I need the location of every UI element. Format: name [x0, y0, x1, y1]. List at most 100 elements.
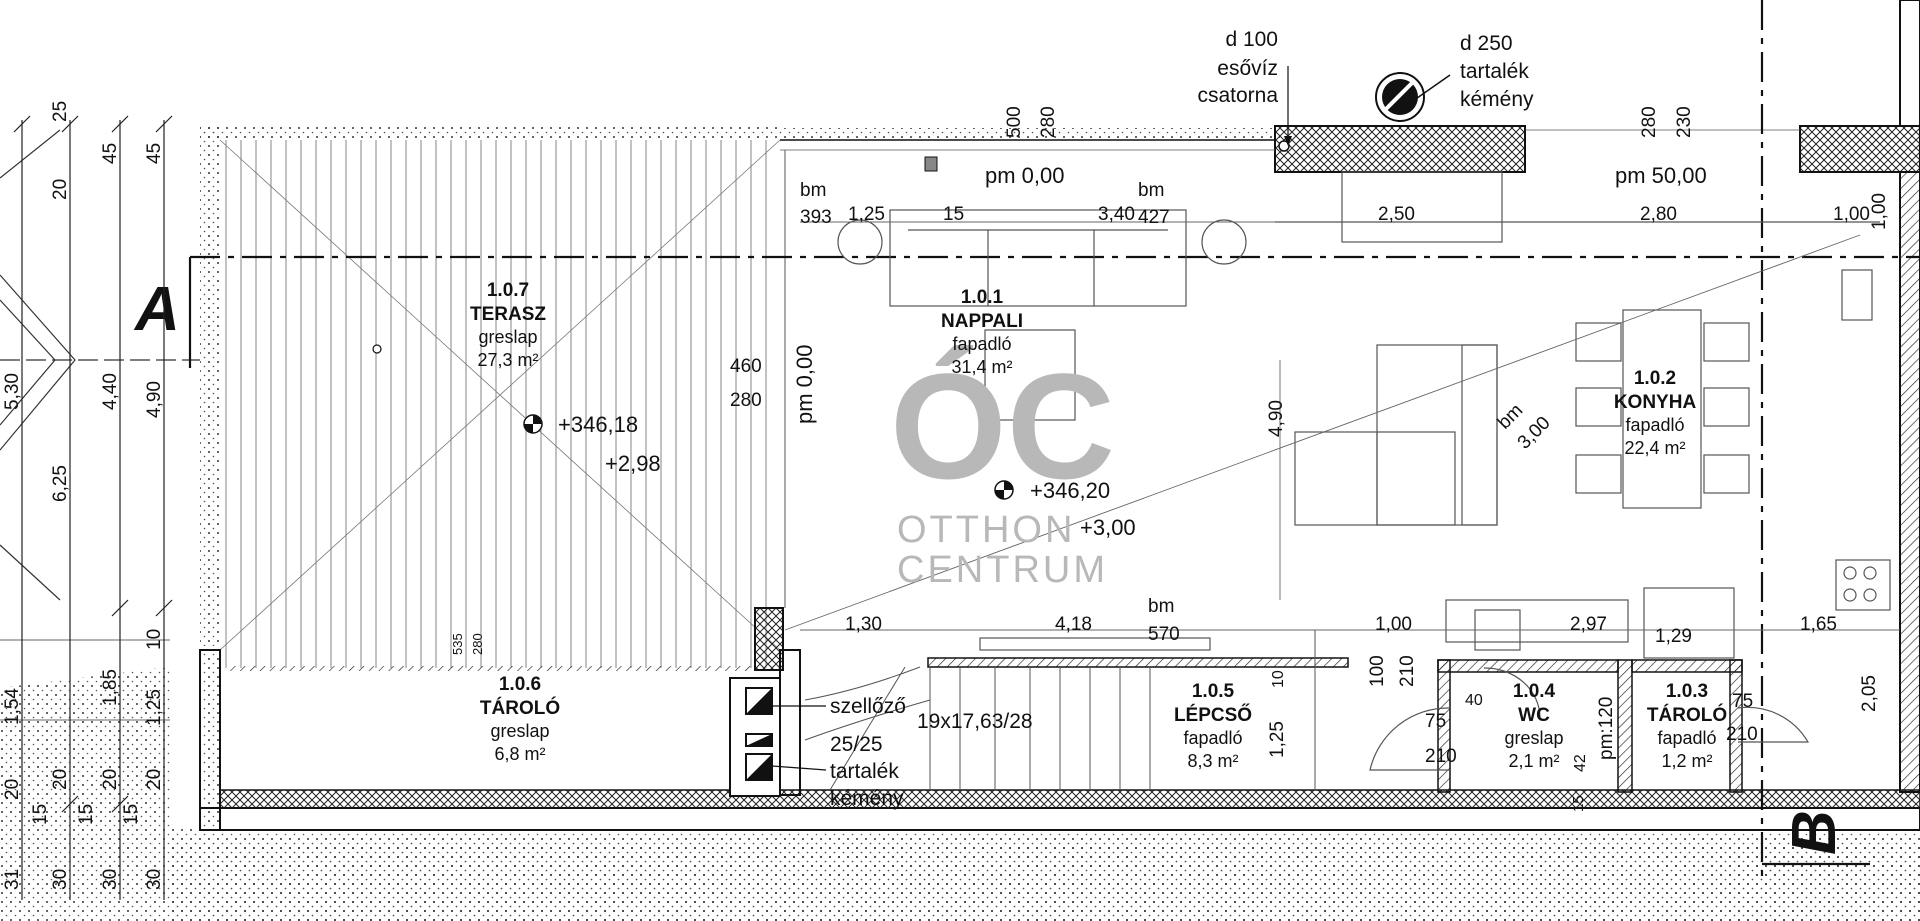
dim-l-20: 20	[50, 179, 71, 200]
dim-210w: 210	[1397, 655, 1418, 687]
note-flue-size: 25/25	[830, 733, 883, 756]
dim-b-20a: 20	[2, 779, 23, 800]
note-stair: 19x17,63/28	[917, 710, 1033, 733]
room-name: TÁROLÓ	[480, 697, 560, 719]
dim-l-154: 1,54	[2, 688, 23, 725]
level-pm-1: pm 0,00	[985, 163, 1065, 188]
room-number: 1.0.2	[1634, 368, 1676, 389]
dim-b-20d: 20	[144, 769, 165, 790]
room-name: TERASZ	[470, 304, 546, 325]
dim-490: 4,90	[1266, 400, 1287, 437]
section-mark-a: A	[133, 275, 180, 344]
dimension-labels: bm 393 bm 427 bm 570 bm 3,00 500 280 280…	[2, 101, 1890, 890]
dim-bm4: bm	[1494, 400, 1528, 434]
dim-bm1: bm	[800, 180, 826, 201]
note-rainpipe: d 100 esővíz csatorna	[1197, 28, 1278, 107]
dim-b-20b: 20	[50, 769, 71, 790]
section-mark-b: B	[1780, 810, 1849, 855]
logo-line2: CENTRUM	[897, 549, 1108, 591]
dim-230: 230	[1674, 106, 1695, 138]
room-tarolo-2: 1.0.3 TÁROLÓ fapadló 1,2 m²	[1647, 681, 1727, 771]
furniture	[837, 171, 1891, 659]
note-chim-l2: kémény	[1460, 88, 1534, 111]
dim-b-20c: 20	[100, 769, 121, 790]
room-floor: fapadló	[952, 334, 1011, 354]
level-living-rel: +3,00	[1080, 515, 1136, 540]
vent-boxes	[745, 687, 827, 781]
room-area: 8,3 m²	[1187, 751, 1238, 771]
dim-b-15b: 15	[76, 804, 97, 825]
logo-line1: OTTHON	[897, 509, 1075, 551]
dim-280a: 280	[1038, 106, 1059, 138]
dim-42: 42	[1572, 754, 1589, 772]
dim-100v: 1,00	[1869, 193, 1890, 230]
room-floor: greslap	[490, 721, 549, 741]
dim-125: 1,25	[848, 204, 885, 225]
room-floor: fapadló	[1657, 728, 1716, 748]
dim-l-530: 5,30	[2, 373, 23, 410]
dim-100top: 1,00	[1833, 204, 1870, 225]
note-vent: szellőző	[830, 695, 906, 718]
dim-100b: 1,00	[1375, 614, 1412, 635]
room-number: 1.0.3	[1666, 681, 1708, 702]
room-name: KONYHA	[1614, 392, 1697, 413]
terrace-tiles	[220, 140, 780, 668]
room-area: 1,2 m²	[1661, 751, 1712, 771]
room-number: 1.0.6	[499, 674, 541, 695]
dim-l-440: 4,40	[100, 373, 121, 410]
dim-40: 40	[1465, 692, 1483, 709]
dim-210b: 210	[1726, 724, 1758, 745]
note-chimney: d 250 tartalék kémény	[1460, 32, 1534, 111]
level-living-abs: +346,20	[1030, 478, 1110, 503]
dim-b-15a: 15	[30, 804, 51, 825]
dim-500: 500	[1004, 106, 1025, 138]
house-walls	[199, 0, 1920, 831]
neighbor-structure	[0, 129, 200, 601]
dim-bm1v: 393	[800, 207, 832, 228]
note-flue-l1: tartalék	[830, 760, 899, 783]
door-swings	[1369, 667, 1810, 771]
note-rain-l1: esővíz	[1217, 57, 1278, 80]
note-chim-d: d 250	[1460, 32, 1513, 55]
note-rain-d: d 100	[1225, 28, 1278, 51]
room-floor: fapadló	[1625, 415, 1684, 435]
room-name: LÉPCSŐ	[1174, 704, 1252, 726]
note-rain-l2: csatorna	[1197, 84, 1278, 107]
dim-15b: 15	[1570, 795, 1587, 812]
terrace-diagonals	[219, 139, 781, 651]
room-konyha: 1.0.2 KONYHA fapadló 22,4 m²	[1614, 368, 1697, 458]
note-flue-l2: kémény	[830, 787, 904, 810]
dim-75a: 75	[1425, 711, 1446, 732]
room-floor: fapadló	[1183, 728, 1242, 748]
terrace-step	[228, 666, 758, 671]
dim-bm2: bm	[1138, 180, 1164, 201]
dim-b-31: 31	[2, 869, 23, 890]
dim-l-490: 4,90	[144, 381, 165, 418]
dim-129: 1,29	[1655, 626, 1692, 647]
ground-soil	[0, 668, 1920, 921]
room-nappali: 1.0.1 NAPPALI fapadló 31,4 m²	[941, 287, 1023, 377]
dim-460: 460	[730, 356, 762, 377]
room-terasz: 1.0.7 TERASZ greslap 27,3 m²	[470, 280, 546, 370]
room-name: WC	[1518, 705, 1550, 726]
room-number: 1.0.4	[1513, 681, 1556, 702]
room-name: NAPPALI	[941, 311, 1023, 332]
room-number: 1.0.7	[487, 280, 529, 301]
dim-130: 1,30	[845, 614, 882, 635]
dim-b-30b: 30	[100, 869, 121, 890]
level-terrace-abs: +346,18	[558, 412, 638, 437]
dim-15: 15	[943, 204, 964, 225]
otthon-centrum-logo: ÓC OTTHON CENTRUM	[890, 342, 1115, 591]
dim-100w: 100	[1367, 655, 1388, 687]
dim-bm3v: 570	[1148, 624, 1180, 645]
chimney-symbol	[1375, 72, 1451, 122]
room-area: 22,4 m²	[1624, 438, 1685, 458]
dim-418: 4,18	[1055, 614, 1092, 635]
dim-75b: 75	[1732, 691, 1753, 712]
dim-l-185: 1,85	[100, 669, 121, 706]
section-lines	[188, 0, 1920, 880]
room-lepcso: 1.0.5 LÉPCSŐ fapadló 8,3 m²	[1174, 681, 1252, 771]
dim-297: 2,97	[1570, 614, 1607, 635]
dim-l-45b: 45	[144, 143, 165, 164]
